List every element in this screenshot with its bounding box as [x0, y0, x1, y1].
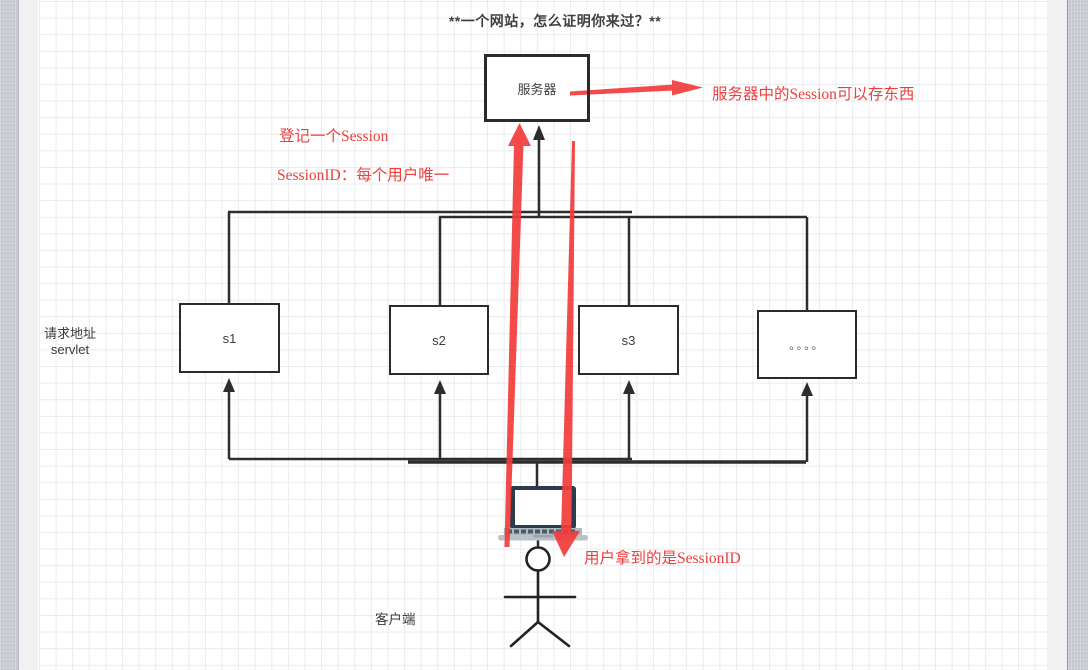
- servlet-box-s1: s1: [179, 303, 280, 373]
- note-sessionid-unique: SessionID：每个用户唯一: [277, 167, 450, 184]
- canvas-margin-right: [1048, 0, 1067, 670]
- server-box: 服务器: [484, 54, 590, 122]
- server-box-label: 服务器: [517, 81, 557, 97]
- servlet-box-s1-label: s1: [222, 330, 237, 346]
- canvas-margin-left: [19, 0, 38, 670]
- window-edge-left: [0, 0, 19, 670]
- label-request-address-line1: 请求地址: [43, 326, 96, 341]
- servlet-box-more: 。。。。: [757, 310, 857, 379]
- servlet-box-s2-label: s2: [432, 332, 446, 348]
- label-request-address: 请求地址 servlet: [28, 326, 112, 358]
- note-user-gets-sessionid: 用户拿到的是SessionID: [584, 550, 741, 567]
- note-session-store: 服务器中的Session可以存东西: [712, 86, 915, 103]
- note-register-session: 登记一个Session: [279, 128, 389, 145]
- servlet-box-more-label: 。。。。: [789, 339, 825, 352]
- servlet-box-s2: s2: [389, 305, 489, 375]
- label-request-address-line2: servlet: [50, 342, 90, 357]
- label-client: 客户端: [375, 612, 416, 627]
- window-edge-right: [1067, 0, 1088, 670]
- diagram-title: **一个网站，怎么证明你来过？**: [448, 13, 662, 29]
- servlet-box-s3-label: s3: [621, 332, 636, 348]
- servlet-box-s3: s3: [578, 305, 679, 375]
